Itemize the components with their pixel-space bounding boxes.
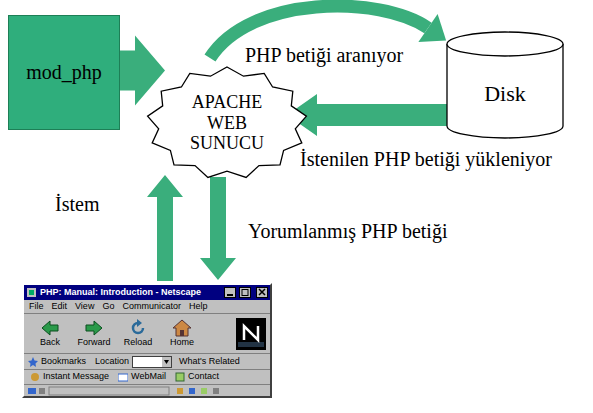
toolbar-label: Forward — [77, 338, 110, 348]
personal-icon — [118, 372, 128, 382]
toolbar-icon — [171, 319, 193, 337]
menu-item: File — [29, 302, 44, 312]
title-bar: PHP: Manual: Introduction - Netscape — [24, 285, 270, 300]
related-label: What's Related — [179, 357, 240, 367]
menu-item: Communicator — [122, 302, 181, 312]
personal-icon — [30, 372, 40, 382]
menu-item: Edit — [52, 302, 68, 312]
toolbar-label: Reload — [124, 338, 153, 348]
edge-label: İstem — [55, 193, 99, 215]
toolbar-button: Back — [30, 319, 70, 348]
toolbar-button: Forward — [74, 319, 114, 348]
module-label: mod_php — [26, 61, 102, 84]
block-arrow — [287, 94, 447, 136]
location-label: Location — [95, 357, 129, 367]
bookmark-icon — [28, 357, 38, 367]
block-arrow — [200, 177, 236, 280]
bookmarks-label: Bookmarks — [41, 357, 86, 367]
toolbar: Back Forward Reload Home — [24, 314, 270, 354]
menu-bar: File Edit View Go Communicator Help — [24, 300, 270, 314]
browser-window: PHP: Manual: Introduction - NetscapeFile… — [22, 283, 272, 398]
location-bar: Bookmarks Location What's Related — [24, 354, 270, 370]
toolbar-icon — [83, 319, 105, 337]
personal-link: Instant Message — [43, 372, 109, 382]
maximize-button — [239, 287, 251, 298]
toolbar-button: Reload — [118, 319, 158, 348]
status-bar — [24, 385, 270, 396]
menu-item: View — [75, 302, 94, 312]
menu-item: Go — [102, 302, 114, 312]
toolbar-icon — [127, 319, 149, 337]
module-box: mod_php — [8, 15, 120, 130]
toolbar-button: Home — [162, 319, 202, 348]
toolbar-label: Back — [40, 338, 60, 348]
edge-label: PHP betiği aranıyor — [245, 44, 403, 66]
block-arrow — [120, 36, 165, 106]
window-title: PHP: Manual: Introduction - Netscape — [40, 288, 201, 298]
server-label: APACHE WEB SUNUCU — [180, 92, 274, 154]
toolbar-icon — [39, 319, 61, 337]
toolbar-label: Home — [170, 338, 194, 348]
disk-cylinder: Disk — [445, 30, 565, 140]
personal-toolbar: Instant Message WebMail Contact — [24, 370, 270, 385]
server-starburst: APACHE WEB SUNUCU — [145, 65, 309, 181]
edge-label: Yorumlanmış PHP betiği — [248, 220, 447, 242]
window-icon — [26, 287, 37, 298]
disk-label: Disk — [484, 81, 526, 107]
menu-item: Help — [189, 302, 208, 312]
minimize-button — [224, 287, 236, 298]
personal-link: Contact — [188, 372, 219, 382]
close-button — [256, 287, 268, 298]
edge-label: İstenilen PHP betiği yükleniyor — [300, 148, 552, 170]
personal-link: WebMail — [131, 372, 166, 382]
location-field — [132, 356, 172, 368]
status-icons — [27, 386, 267, 396]
personal-icon — [175, 372, 185, 382]
block-arrow — [147, 175, 183, 281]
netscape-logo — [236, 318, 266, 350]
